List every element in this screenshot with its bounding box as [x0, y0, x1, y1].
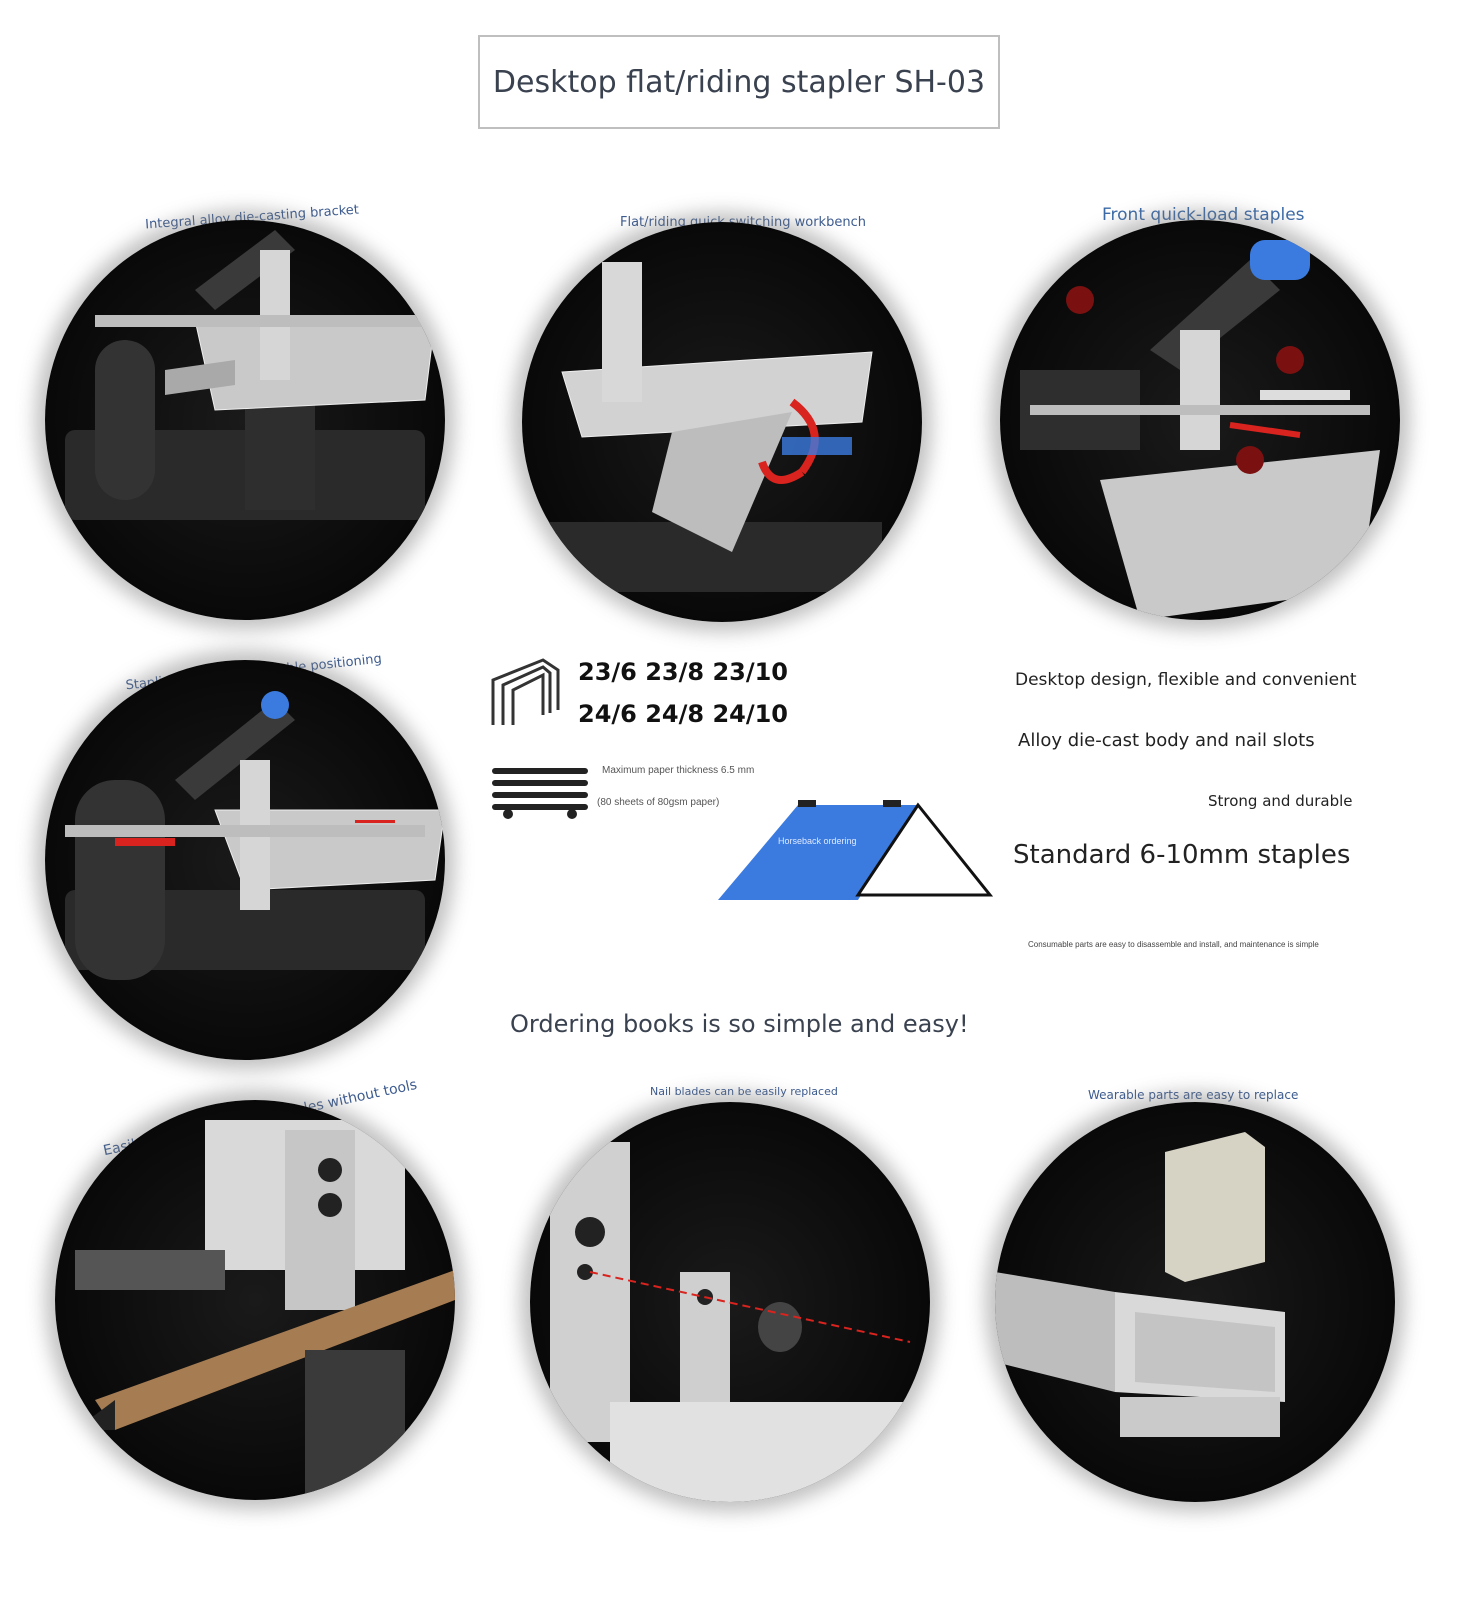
remove-staples-photo [55, 1100, 455, 1500]
caption-quick-load: Front quick-load staples [1102, 205, 1305, 225]
tagline: Ordering books is so simple and easy! [510, 1010, 969, 1038]
staple-sizes-line1: 23/6 23/8 23/10 [578, 658, 788, 686]
workbench-photo [522, 222, 922, 622]
horseback-label: Horseback ordering [778, 836, 857, 846]
page-title: Desktop flat/riding stapler SH-03 [492, 64, 986, 100]
caption-nail-blades: Nail blades can be easily replaced [650, 1085, 838, 1098]
feature-desktop: Desktop design, flexible and convenient [1015, 670, 1357, 690]
title-box: Desktop flat/riding stapler SH-03 [478, 35, 1000, 129]
bracket-photo [45, 220, 445, 620]
feature-maintenance: Consumable parts are easy to disassemble… [1028, 940, 1319, 949]
staple-icon [491, 658, 560, 725]
paper-sheets: (80 sheets of 80gsm paper) [597, 797, 720, 808]
paper-thickness: Maximum paper thickness 6.5 mm [602, 765, 755, 776]
staple-sizes-line2: 24/6 24/8 24/10 [578, 700, 788, 728]
feature-staples: Standard 6-10mm staples [1013, 840, 1351, 870]
wearable-parts-photo [995, 1102, 1395, 1502]
caption-wearable-parts: Wearable parts are easy to replace [1088, 1088, 1299, 1102]
depth-photo [45, 660, 445, 1060]
paper-stack-icon [492, 768, 588, 819]
horseback-diagram [718, 800, 993, 900]
nail-blades-photo [530, 1102, 930, 1502]
feature-alloy: Alloy die-cast body and nail slots [1018, 730, 1315, 751]
feature-durable: Strong and durable [1208, 792, 1353, 810]
quick-load-photo [1000, 220, 1400, 620]
